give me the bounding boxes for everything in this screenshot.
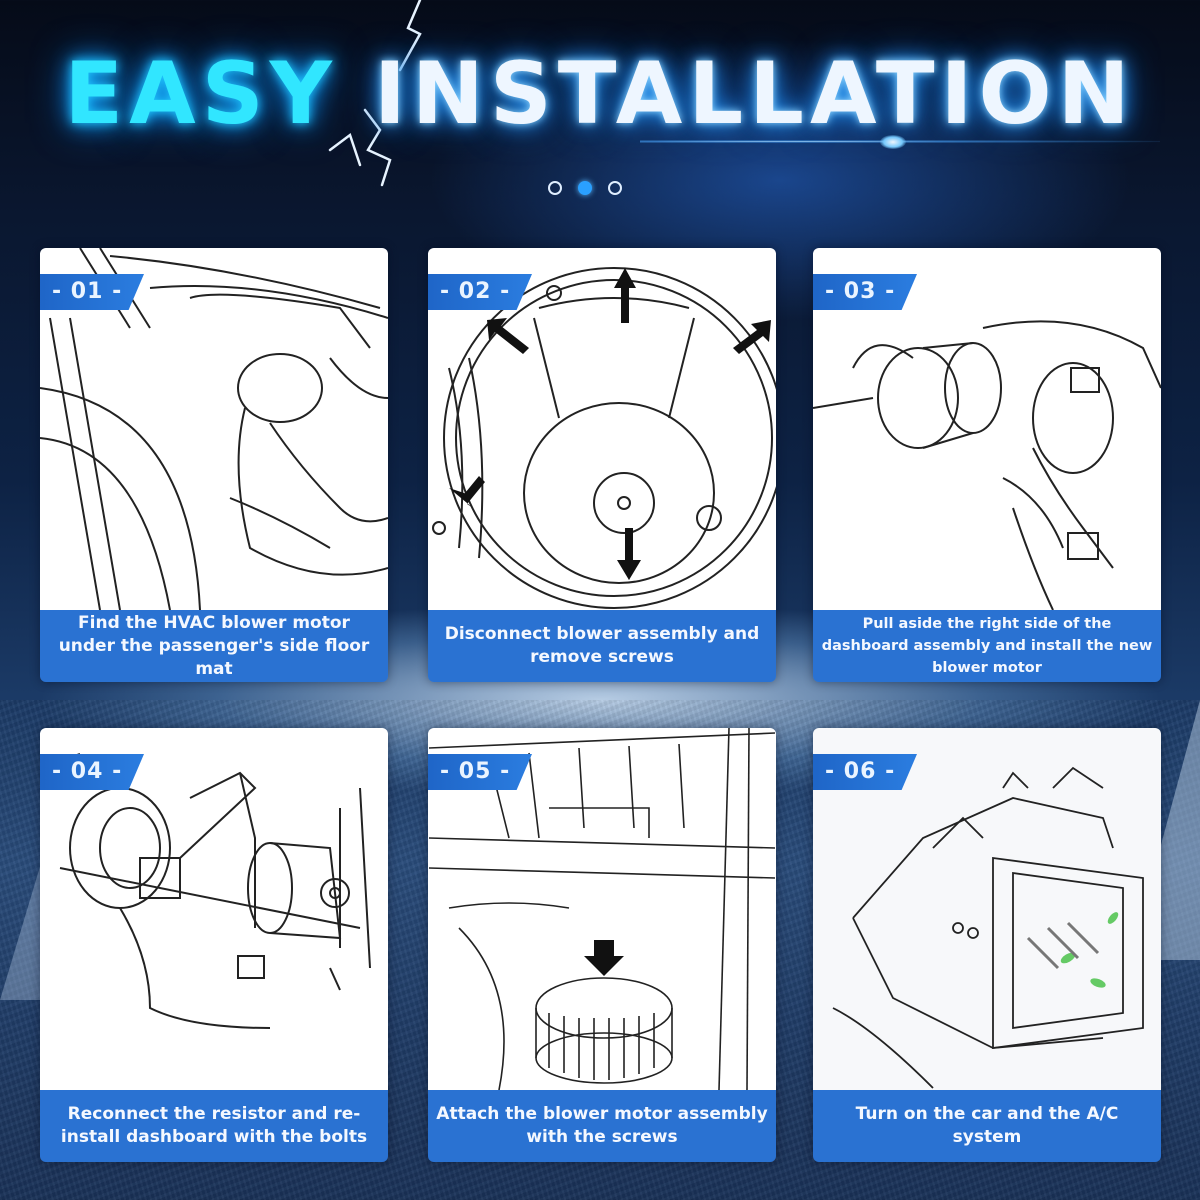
step-card-05: - 05 - Attach the blower motor assembly … (428, 728, 776, 1162)
title-easy: EASY (64, 44, 338, 144)
step-number-badge: - 03 - (813, 274, 917, 310)
step-number-badge: - 02 - (428, 274, 532, 310)
step-card-01: - 01 - Find the HVAC blower motor under … (40, 248, 388, 682)
step-illustration: - 05 - (428, 728, 776, 1090)
step-illustration: - 04 - (40, 728, 388, 1090)
carousel-dot-2-active[interactable] (578, 181, 592, 195)
step-illustration: - 02 - (428, 248, 776, 610)
step-caption: Disconnect blower assembly and remove sc… (428, 610, 776, 682)
title-installation: INSTALLATION (373, 44, 1136, 144)
step-number-badge: - 06 - (813, 754, 917, 790)
step-caption: Pull aside the right side of the dashboa… (813, 610, 1161, 682)
step-illustration: - 06 - (813, 728, 1161, 1090)
step-caption: Find the HVAC blower motor under the pas… (40, 610, 388, 682)
hvac-unit-airflow-illustration (832, 766, 1144, 1089)
step-illustration: - 01 - (40, 248, 388, 610)
step-caption: Turn on the car and the A/C system (813, 1090, 1161, 1162)
step-number-badge: - 04 - (40, 754, 144, 790)
step-illustration: - 03 - (813, 248, 1161, 610)
step-number-badge: - 05 - (428, 754, 532, 790)
step-caption: Reconnect the resistor and re-install da… (40, 1090, 388, 1162)
step-caption: Attach the blower motor assembly with th… (428, 1090, 776, 1162)
blower-wheel-under-dashboard-illustration (428, 728, 776, 1090)
exploded-blower-resistor-diagram-illustration (40, 753, 371, 1029)
step-card-06: - 06 - Turn on the car and the A/C syste… (813, 728, 1161, 1162)
technician-under-dashboard-illustration (40, 248, 388, 610)
carousel-dot-3[interactable] (608, 181, 622, 195)
carousel-indicator (548, 181, 622, 195)
step-card-03: - 03 - Pull aside the right side of the … (813, 248, 1161, 682)
hand-installing-blower-motor-illustration (813, 320, 1161, 610)
carousel-dot-1[interactable] (548, 181, 562, 195)
page-title: EASY INSTALLATION (0, 44, 1200, 144)
lens-flare (880, 135, 906, 149)
blower-housing-with-arrows-illustration (432, 267, 776, 609)
step-card-04: - 04 - Reconnect the resistor and re-ins… (40, 728, 388, 1162)
step-number-badge: - 01 - (40, 274, 144, 310)
step-card-02: - 02 - Disconnect blower assembly and re… (428, 248, 776, 682)
lightning-bolt-icon (328, 0, 422, 187)
